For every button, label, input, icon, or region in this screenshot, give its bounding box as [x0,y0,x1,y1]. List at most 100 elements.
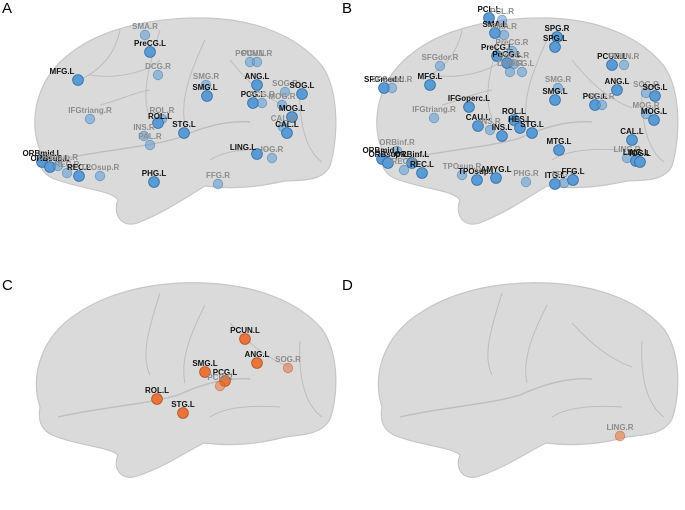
node-pcg-l [247,97,259,109]
node-sma-r [139,29,151,41]
node-label: TPOsup.R [81,163,120,172]
node-label: MOG.R [268,92,295,101]
node-label: CAL.L [275,120,299,129]
node-label: SPG.L [543,34,567,43]
node-label: SFGdor.R [422,53,459,62]
node-label: FFG.R [206,171,230,180]
node-label: PCG.R [207,373,233,382]
node-label: SOG.R [275,355,301,364]
node-pcl-r [496,14,508,26]
node-label: IFGtriang.R [412,105,456,114]
node-label: PCG.L [213,368,238,377]
sulcus [487,292,503,376]
node-label: TPOsup.R [443,162,482,171]
node-smg-r [552,82,564,94]
node-label: ORBsup.R [38,153,78,162]
node-label: IOG.R [261,145,284,154]
sulcus [209,148,281,161]
node-pcg-r [256,97,268,109]
node-label: FFG.L [561,167,584,176]
node-spg-l [549,41,561,53]
node-pcun-l [606,59,618,71]
sulcus [571,322,633,368]
node-label: SMA.R [132,22,158,31]
node-orbinf-r [391,145,403,157]
node-pcun-l [239,333,251,345]
sulcus [209,405,281,418]
panel-d: LING.R D [342,255,685,510]
node-mog-r [640,108,652,120]
node-rec-l [416,167,428,179]
node-dcg-r [152,69,164,81]
brain-surface [34,17,337,225]
node-dcg-l [516,66,528,78]
sulcus [89,59,161,77]
node-label: AMYG.L [480,165,511,174]
node-ins-l [496,130,508,142]
node-label: REC.R [392,157,417,166]
node-label: TPOsup.L [458,167,496,176]
node-label: MOG.R [632,101,659,110]
node-label: PCUN.R [242,49,273,58]
node-label: PCUN.R [609,52,640,61]
node-ang-l [251,79,263,91]
node-iog-l [634,156,646,168]
node-mfg-l [72,74,84,86]
node-label: MFG.L [418,72,443,81]
node-label: PoCG.R [499,51,529,60]
node-label: IOG.L [629,149,651,158]
node-orbsup-r [52,160,64,172]
node-mog-l [648,114,660,126]
node-iog-r [266,152,278,164]
node-sog-r [279,86,291,98]
node-ins-r [138,130,150,142]
node-mfg-l [424,79,436,91]
node-label: SOG.L [643,83,668,92]
node-stg-l [177,407,189,419]
node-label: HES.L [508,115,532,124]
node-label: MTG.L [547,137,572,146]
node-label: ROL.L [148,112,172,121]
panel-label: A [2,0,13,17]
node-label: ORBsup.L [30,154,69,163]
node-ling-r [614,430,626,442]
node-cal-l [626,134,638,146]
node-label: ROL.L [502,107,526,116]
node-label: ROL.L [145,386,169,395]
sulcus [571,59,633,109]
node-label: MOG.L [641,107,667,116]
node-pcg-r [214,380,226,392]
node-label: DCG.R [497,59,523,68]
node-smg-l [199,366,211,378]
sulcus [299,340,323,418]
sulcus [641,340,665,418]
panel-label: B [342,0,353,17]
panel-label: C [2,277,13,294]
node-label: ORBinf.R [379,138,415,147]
sulcus [79,29,121,81]
node-label: PreCG.L [481,43,513,52]
node-label: LING.R [606,423,633,432]
node-ffg-r [212,178,224,190]
node-tposup-r [456,169,468,181]
node-smg-l [549,94,561,106]
node-label: MOG.L [279,104,305,113]
node-label: STG.L [171,400,195,409]
node-label: PoCG.L [492,50,521,59]
node-label: DCG.R [145,62,171,71]
node-label: FFG.R [552,170,576,179]
node-label: INS.R [133,123,155,132]
panel-label: D [342,277,353,294]
node-label: REC.L [410,160,434,169]
node-pcl-l [483,12,495,24]
node-label: ANG.L [605,77,630,86]
node-pcg-r [596,99,608,111]
node-ling-l [251,148,263,160]
node-ifgtriang-r [84,113,96,125]
node-ins-r [484,124,496,136]
node-label: PCUN.L [597,52,627,61]
node-label: ITG.L [545,171,566,180]
node-cau-l [472,120,484,132]
